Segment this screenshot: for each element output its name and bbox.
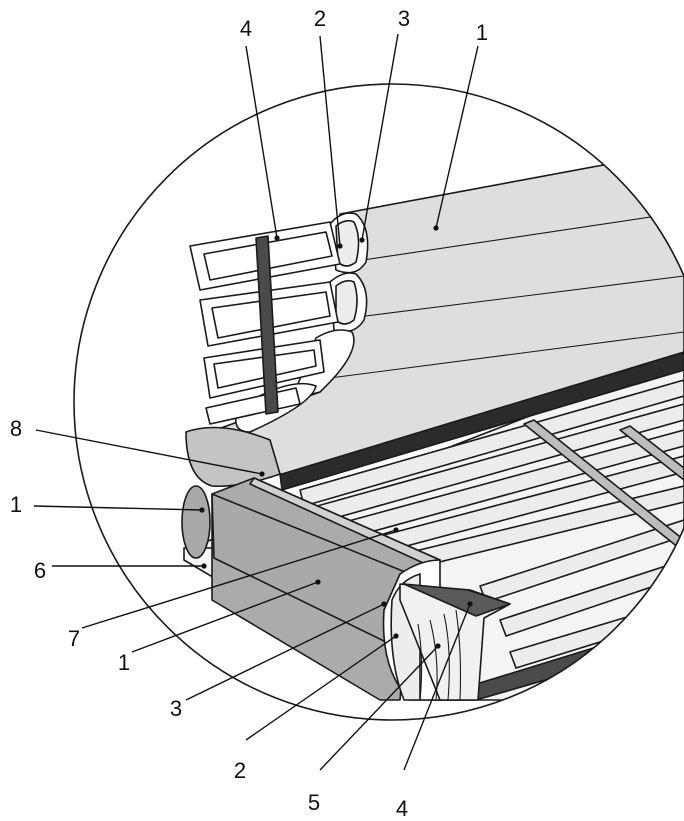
callout-bottom-2: 2 [234,758,246,783]
cutaway-illustration [181,149,684,701]
inner-frames [189,221,341,425]
callout-top-3: 3 [398,6,410,31]
mattress-cover-back [185,149,684,488]
magnifier-circle [73,83,684,721]
callout-left-8: 8 [10,416,22,441]
callout-left-7: 7 [68,626,80,651]
callout-bottom-1: 1 [118,650,130,675]
callout-left-6: 6 [34,558,46,583]
callout-leaders [33,33,479,771]
callout-bottom-5: 5 [308,790,320,815]
callout-bottom-4: 4 [396,796,408,821]
callout-left-1: 1 [10,492,22,517]
callout-labels: 4 2 3 1 8 1 6 7 1 3 2 5 4 [10,6,488,821]
callout-bottom-3: 3 [170,696,182,721]
callout-top-2: 2 [314,6,326,31]
callout-top-1: 1 [476,20,488,45]
callout-top-4: 4 [240,16,252,41]
